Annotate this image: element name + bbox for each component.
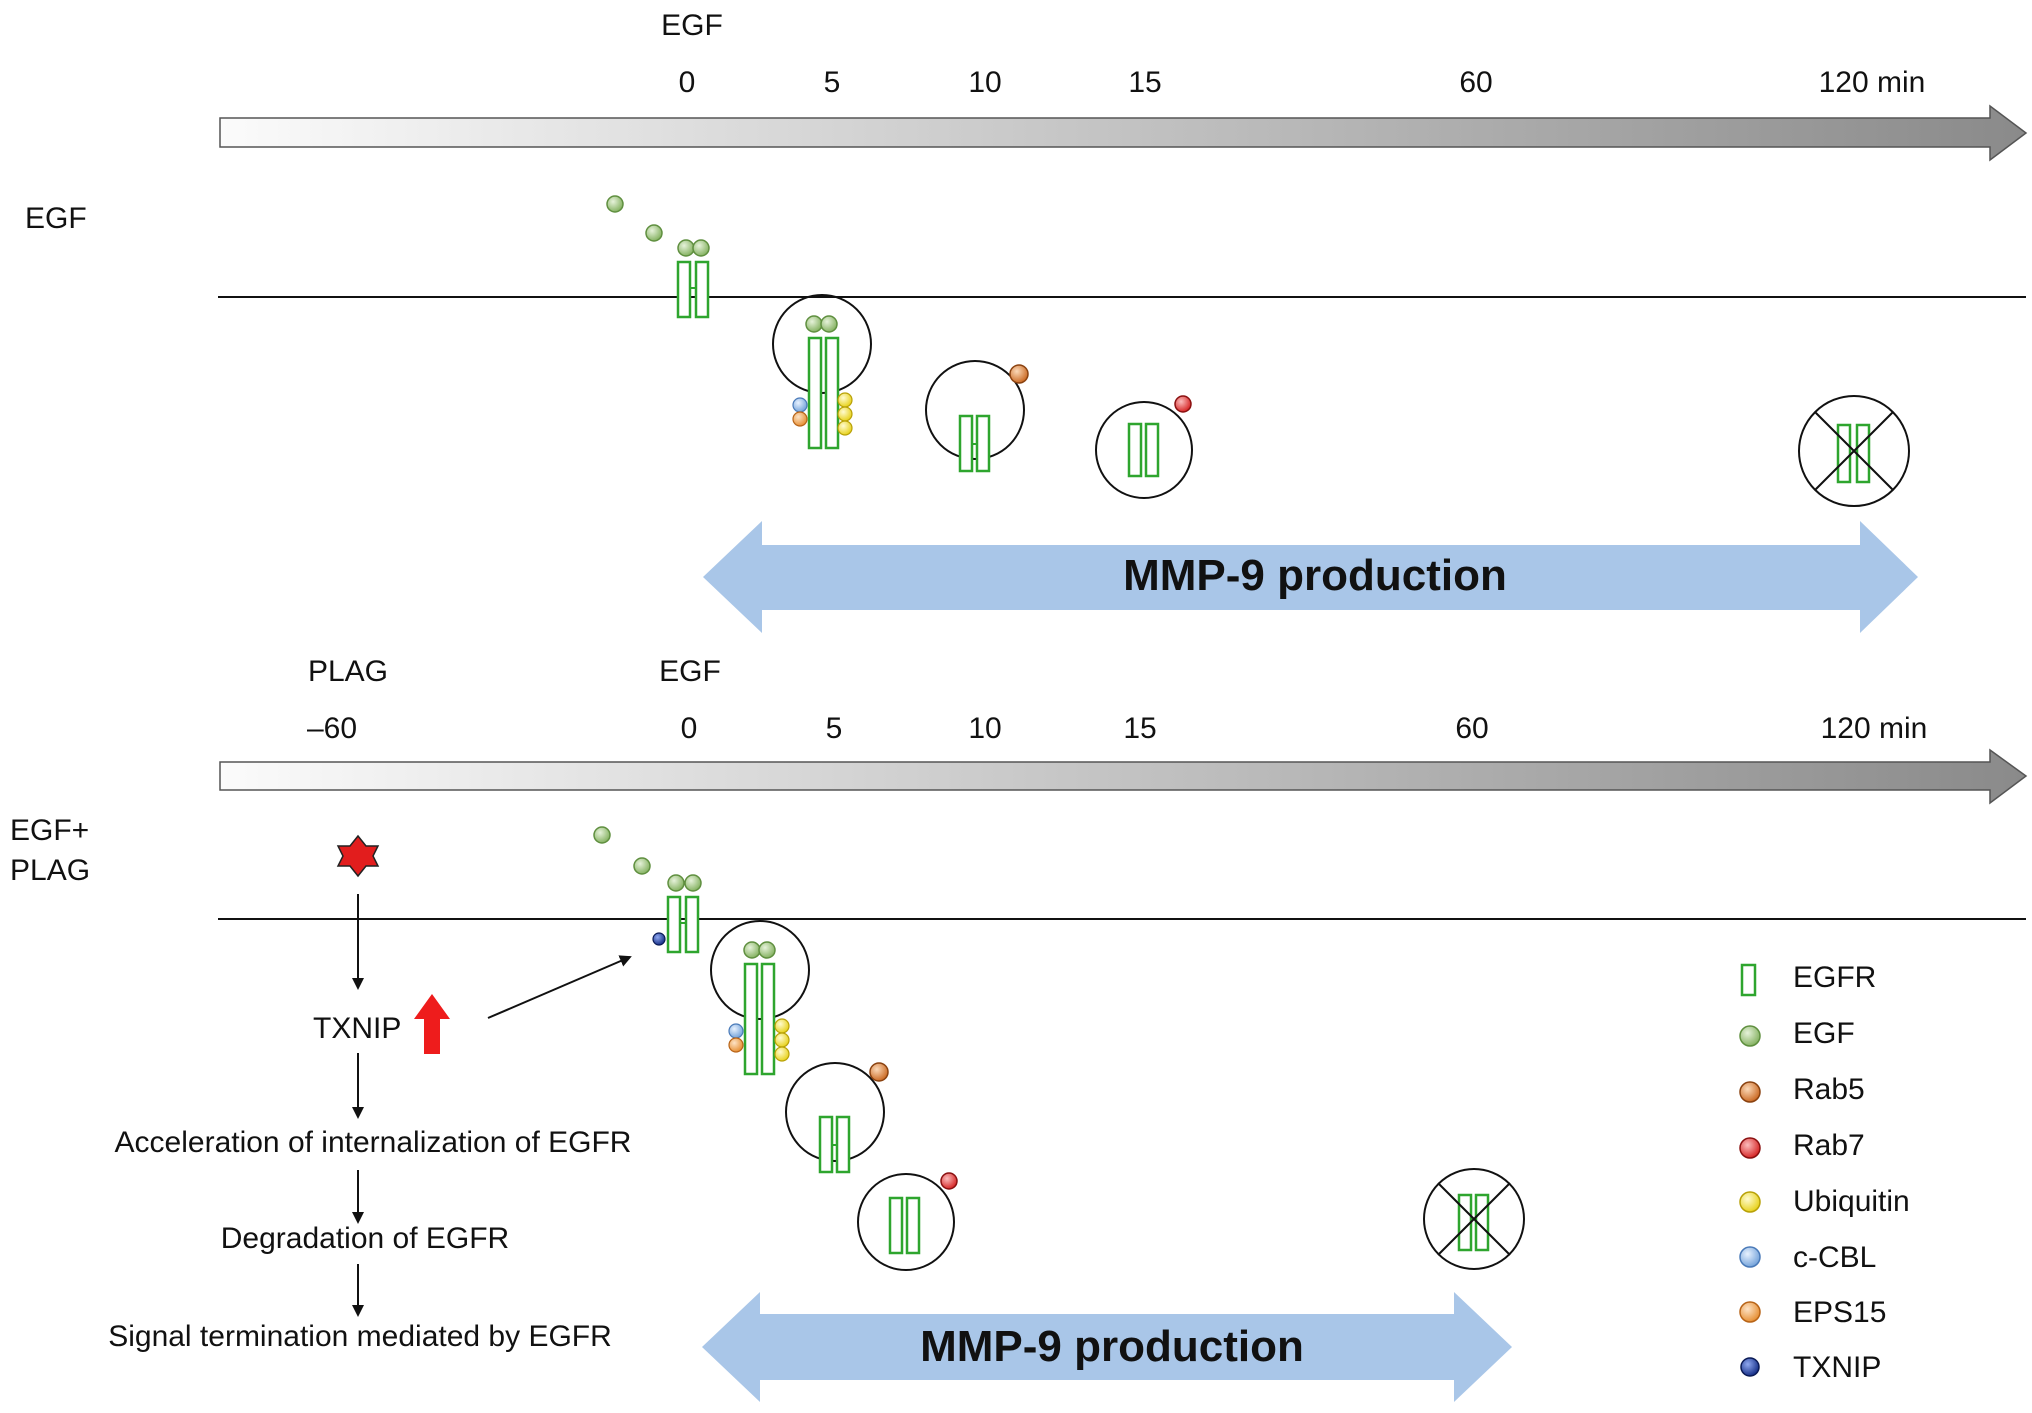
row-label-egf-plag-line1: EGF+	[10, 814, 89, 847]
legend-item-egfr: EGFR	[1740, 961, 1876, 997]
degraded-egfr	[1798, 395, 1910, 507]
tick-label: 10	[968, 712, 1001, 745]
tick-label: 0	[679, 66, 696, 99]
tick-label: 10	[968, 66, 1001, 99]
late-endosome	[1095, 395, 1193, 499]
tick-label: 5	[826, 712, 843, 745]
egfr-receptor-icon	[676, 239, 710, 319]
tick-label: 15	[1123, 712, 1156, 745]
tick-label: 0	[681, 712, 698, 745]
mmp9-production-label: MMP-9 production	[1123, 551, 1507, 600]
legend-item-egf: EGF	[1739, 1017, 1855, 1050]
legend-item-ccbl: c-CBL	[1739, 1241, 1876, 1274]
egfr-receptor-icon	[1740, 963, 1757, 997]
legend-item-eps15: EPS15	[1739, 1296, 1886, 1329]
rab5-dot-icon	[1739, 1081, 1761, 1103]
plag-molecule-icon	[336, 834, 380, 878]
pathway-step: Signal termination mediated by EGFR	[108, 1320, 612, 1353]
legend-label: Ubiquitin	[1793, 1185, 1910, 1218]
plag-stimulus-label: PLAG	[308, 655, 388, 688]
egf-stimulus-label: EGF	[661, 9, 723, 42]
txnip-dot-icon	[1740, 1357, 1760, 1377]
rab7-dot-icon	[1739, 1137, 1761, 1159]
ubiquitin-dot-icon	[1739, 1191, 1761, 1213]
tick-label: 15	[1128, 66, 1161, 99]
timeline-arrow	[219, 748, 2028, 805]
txnip-label: TXNIP	[313, 1012, 401, 1045]
egfr-receptor-icon	[652, 874, 702, 954]
timeline-ticks: 0 5 10 15 60 120 min	[679, 66, 1926, 99]
tick-label: 60	[1455, 712, 1488, 745]
panel-egf-plag: PLAG EGF –60 0 5 10 15 60 120 min EGF+ P…	[10, 655, 2028, 1402]
legend-label: EGF	[1793, 1017, 1855, 1050]
endocytic-vesicle	[772, 294, 872, 450]
legend-item-rab7: Rab7	[1739, 1129, 1865, 1162]
legend-label: EPS15	[1793, 1296, 1886, 1329]
pathway-step: Acceleration of internalization of EGFR	[115, 1126, 632, 1159]
row-label-egf: EGF	[25, 202, 87, 235]
egf-ligand-icon	[593, 826, 611, 844]
tick-label: 60	[1459, 66, 1492, 99]
legend-item-txnip: TXNIP	[1740, 1351, 1881, 1384]
egf-ligand-icon	[606, 195, 624, 213]
ccbl-dot-icon	[1739, 1246, 1761, 1268]
tick-label: –60	[307, 712, 357, 745]
row-label-egf-plag-line2: PLAG	[10, 854, 90, 887]
legend-label: TXNIP	[1793, 1351, 1881, 1384]
panel-egf: EGF 0 5 10 15 60 120 min EGF	[25, 9, 2028, 633]
legend-label: EGFR	[1793, 961, 1876, 994]
legend-item-rab5: Rab5	[1739, 1073, 1865, 1106]
pathway-step: Degradation of EGFR	[221, 1222, 509, 1255]
egf-ligand-icon	[645, 224, 663, 242]
degraded-egfr	[1423, 1168, 1525, 1270]
endocytic-vesicle	[710, 920, 810, 1076]
tick-label: 5	[824, 66, 841, 99]
legend-item-ubiquitin: Ubiquitin	[1739, 1185, 1910, 1218]
timeline-ticks: –60 0 5 10 15 60 120 min	[307, 712, 1927, 745]
mmp9-production-arrow	[702, 1292, 1512, 1402]
legend-label: c-CBL	[1793, 1241, 1876, 1274]
eps15-dot-icon	[1739, 1301, 1761, 1323]
egf-ligand-icon	[1739, 1025, 1761, 1047]
legend: EGFR EGF Rab5 Rab7 Ubiquitin c-CBL EPS15	[1739, 961, 1910, 1384]
late-endosome	[857, 1172, 958, 1271]
egf-stimulus-label: EGF	[659, 655, 721, 688]
txnip-to-egfr-arrow	[487, 955, 632, 1019]
timeline-arrow	[219, 104, 2028, 162]
up-arrow-icon	[414, 994, 450, 1054]
mmp9-production-arrow	[703, 521, 1918, 633]
early-endosome	[925, 360, 1029, 473]
legend-label: Rab7	[1793, 1129, 1865, 1162]
egf-ligand-icon	[633, 857, 651, 875]
legend-label: Rab5	[1793, 1073, 1865, 1106]
tick-label: 120 min	[1819, 66, 1926, 99]
tick-label: 120 min	[1821, 712, 1928, 745]
mmp9-production-label: MMP-9 production	[920, 1322, 1304, 1371]
early-endosome	[785, 1062, 889, 1174]
